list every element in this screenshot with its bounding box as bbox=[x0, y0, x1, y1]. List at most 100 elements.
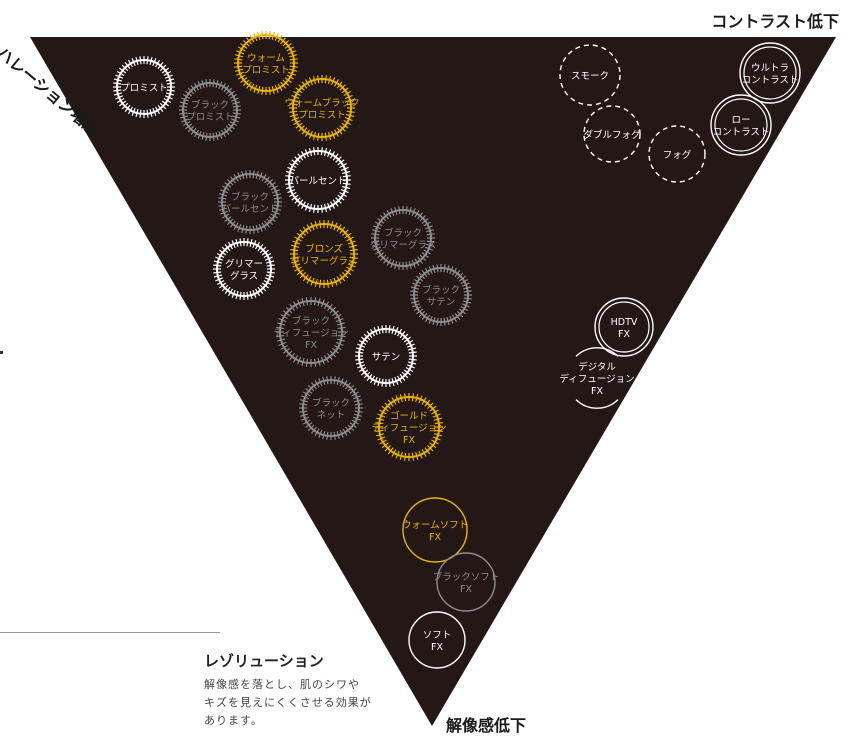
filter-satin: サテン bbox=[355, 325, 417, 387]
filters-layer: プロミストウォームプロミストブラックプロミストウォームブラックプロミストパールセ… bbox=[113, 31, 801, 669]
filter-label: ディフュージョン bbox=[559, 373, 634, 385]
filter-label: プロミスト bbox=[298, 110, 346, 121]
filter-ticks bbox=[213, 238, 275, 300]
filter-label: FX bbox=[429, 532, 441, 543]
legend-title: レゾリューション bbox=[204, 652, 324, 670]
filter-label: ブロンズ bbox=[305, 243, 343, 255]
filter-ring-inner bbox=[714, 98, 768, 152]
legend-description-line: キズを見えにくくさせる効果が bbox=[204, 696, 372, 709]
filter-label: サテン bbox=[427, 297, 456, 308]
filter-ring bbox=[583, 105, 641, 163]
filter-ticks bbox=[218, 170, 282, 234]
filter-label: デジタル bbox=[578, 361, 616, 373]
filter-label: ブラック bbox=[231, 191, 269, 203]
axis-label-resolution: 解像感低下 bbox=[446, 716, 527, 735]
filter-arc-bottom bbox=[575, 399, 619, 409]
filter-ring bbox=[402, 497, 468, 563]
filter-label: FX bbox=[431, 642, 443, 653]
filter-label: スモーク bbox=[571, 71, 609, 82]
filter-ring bbox=[436, 552, 496, 612]
filter-label: ウォームソフト bbox=[402, 520, 468, 531]
filter-label: HDTV bbox=[611, 317, 638, 328]
filter-pearl-scent: パールセント bbox=[285, 147, 351, 213]
legend-description-line: 解像感を落とし、肌のシワや bbox=[204, 678, 360, 691]
filter-ticks bbox=[355, 325, 417, 387]
filter-ring bbox=[594, 297, 654, 357]
edge-marker bbox=[0, 351, 3, 354]
filter-ticks bbox=[371, 206, 435, 270]
filter-label: ウォームブラック bbox=[284, 97, 359, 109]
filter-label: グラス bbox=[230, 270, 258, 282]
filter-label: グリマーグラス bbox=[291, 255, 357, 267]
filter-label: ウルトラ bbox=[751, 63, 789, 74]
filter-label: コントラスト bbox=[713, 127, 770, 138]
filter-label: FX bbox=[591, 386, 603, 397]
filter-ticks bbox=[290, 220, 358, 288]
filter-ring-inner bbox=[743, 46, 797, 100]
axis-label-contrast: コントラスト低下 bbox=[711, 12, 839, 31]
filter-ring bbox=[408, 611, 466, 669]
filter-label: ディフュージョン bbox=[273, 327, 348, 339]
filter-ticks bbox=[234, 31, 298, 95]
filter-label: プロミスト bbox=[242, 65, 290, 76]
filter-label: サテン bbox=[372, 352, 401, 363]
filter-label: ブラック bbox=[312, 397, 350, 409]
filter-label: ブラックソフト bbox=[433, 571, 500, 583]
filter-label: ソフト bbox=[423, 630, 452, 641]
filter-label: グリマーグラス bbox=[370, 239, 436, 251]
filter-ticks bbox=[285, 147, 351, 213]
triangle-background bbox=[30, 37, 836, 726]
filter-ticks bbox=[179, 79, 241, 141]
filter-label: FX bbox=[403, 435, 415, 446]
filter-ring bbox=[559, 44, 621, 106]
legend-description: 解像感を落とし、肌のシワや キズを見えにくくさせる効果が あります。 bbox=[204, 676, 384, 730]
filter-label: ゴールド bbox=[390, 410, 428, 422]
filter-ticks bbox=[375, 393, 443, 461]
filter-label: FX bbox=[305, 340, 317, 351]
filter-label: FX bbox=[618, 329, 630, 340]
filter-label: ブラック bbox=[422, 284, 460, 296]
filter-ring-inner bbox=[598, 301, 650, 353]
filter-label: ブラック bbox=[191, 99, 229, 111]
filter-ticks bbox=[113, 56, 175, 118]
filter-glimmer-glass: グリマーグラス bbox=[213, 238, 275, 300]
filter-ring bbox=[739, 42, 801, 104]
filter-label: コントラスト bbox=[742, 75, 799, 86]
filter-label: ブラック bbox=[384, 227, 422, 239]
filter-label: パールセント bbox=[289, 176, 346, 187]
filter-ring bbox=[710, 94, 772, 156]
filter-label: プロミスト bbox=[120, 83, 168, 94]
filter-ticks bbox=[276, 297, 346, 367]
legend-description-line: あります。 bbox=[204, 714, 263, 727]
filter-label: ディフュージョン bbox=[371, 422, 446, 434]
filter-label: ウォーム bbox=[247, 53, 285, 64]
filter-ticks bbox=[299, 376, 363, 440]
filter-double-fog: ダブルフォグ bbox=[583, 105, 641, 163]
filter-label: ネット bbox=[317, 410, 346, 421]
filter-ticks bbox=[410, 264, 472, 326]
filter-label: FX bbox=[460, 584, 472, 595]
legend-divider bbox=[0, 632, 220, 633]
filter-label: パールセント bbox=[221, 204, 278, 215]
filter-label: ロー bbox=[731, 115, 750, 126]
filter-label: ダブルフォグ bbox=[583, 129, 641, 141]
filter-label: プロミスト bbox=[186, 112, 234, 123]
filter-ring bbox=[648, 125, 706, 183]
